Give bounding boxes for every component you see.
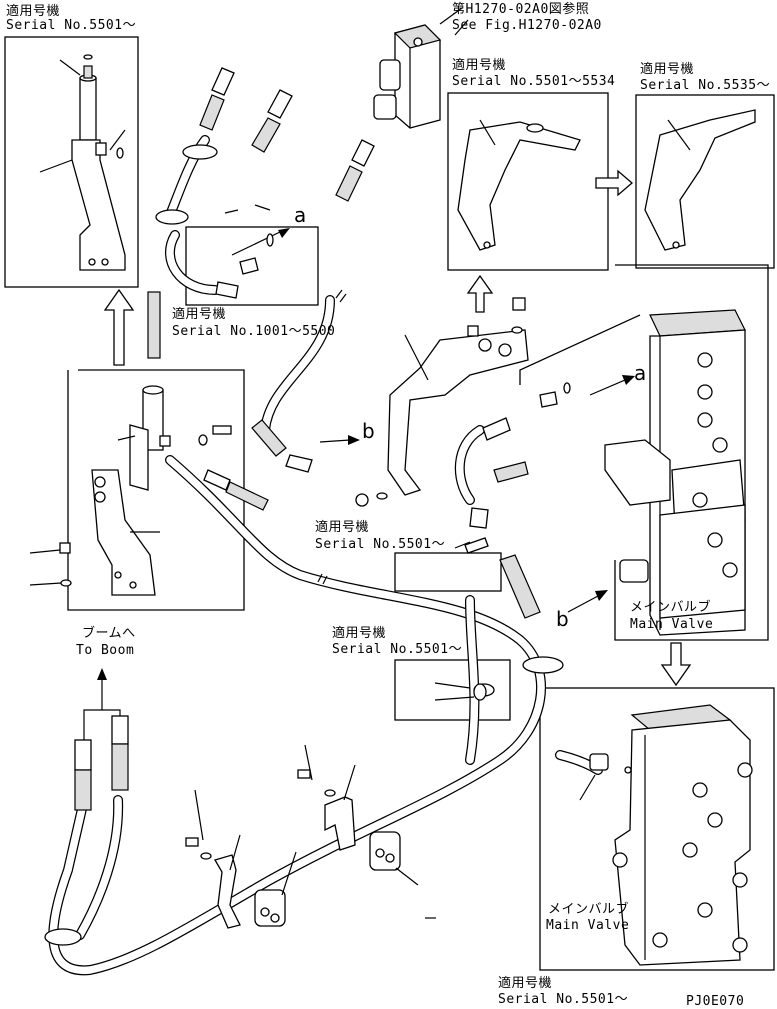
label-inset-jp: 適用号機	[172, 307, 227, 322]
arrow-up-left	[103, 288, 135, 366]
arrow-up-mid	[466, 274, 494, 313]
label-see-fig-jp: 第H1270-02A0図参照	[452, 2, 590, 17]
label-clamp-jp: 適用号機	[332, 626, 387, 641]
frame-clamp	[394, 659, 511, 721]
label-to-boom-jp: ブームへ	[82, 626, 136, 641]
label-main-valve-jp-2: メインバルブ	[548, 902, 630, 917]
hose-fittings	[74, 67, 649, 811]
frame-main-valve-bottom	[539, 687, 775, 971]
ref-b-valve: b	[556, 607, 570, 631]
inset-parts	[224, 204, 274, 275]
center-bracket	[355, 297, 529, 507]
break-marks	[317, 289, 347, 585]
label-center-serial: Serial No.5501〜	[315, 537, 446, 552]
label-main-valve-jp-1: メインバルブ	[630, 600, 712, 615]
label-clamp-serial: Serial No.5501〜	[332, 642, 463, 657]
label-main-valve-en-2: Main Valve	[546, 918, 630, 933]
ref-b-hose: b	[362, 419, 376, 443]
center-inset-parts	[434, 537, 489, 701]
drawing-code: PJ0E070	[686, 994, 745, 1009]
label-right-serial: Serial No.5535〜	[640, 78, 771, 93]
label-right-jp: 適用号機	[640, 62, 695, 77]
frame-top-left	[4, 36, 139, 288]
arrow-right	[595, 169, 633, 197]
frame-inset	[185, 226, 319, 306]
frame-center	[394, 552, 502, 592]
pipe-clamps	[185, 744, 436, 929]
label-see-fig-en: See Fig.H1270-02A0	[452, 18, 602, 33]
label-inset-serial: Serial No.1001〜5500	[172, 324, 336, 339]
hoses	[48, 135, 603, 976]
ref-a-inset: a	[294, 203, 307, 227]
label-top-left-jp: 適用号機	[6, 4, 61, 19]
label-center-jp: 適用号機	[315, 520, 370, 535]
label-bottom-serial: Serial No.5501〜	[498, 992, 629, 1007]
arrow-down-right	[660, 642, 692, 687]
label-to-boom-en: To Boom	[76, 643, 135, 658]
label-main-valve-en-1: Main Valve	[630, 617, 714, 632]
main-valve-lower	[579, 704, 753, 966]
label-bottom-jp: 適用号機	[498, 976, 553, 991]
frame-bracket-assembly	[67, 369, 245, 611]
frame-right	[635, 94, 775, 269]
mid-bracket-part	[457, 119, 581, 251]
right-bracket-part	[644, 109, 756, 251]
bracket-assembly	[29, 291, 232, 596]
frame-main-valve-top	[519, 264, 769, 641]
ref-a-valve: a	[634, 361, 647, 385]
label-top-left-serial: Serial No.5501〜	[6, 18, 137, 33]
main-valve-upper	[539, 309, 746, 636]
reference-arrows	[83, 228, 635, 740]
solenoid-valve-block	[373, 7, 469, 129]
label-mid-serial: Serial No.5501〜5534	[452, 74, 616, 89]
bracket-part-top-left	[39, 54, 126, 271]
label-mid-jp: 適用号機	[452, 58, 507, 73]
